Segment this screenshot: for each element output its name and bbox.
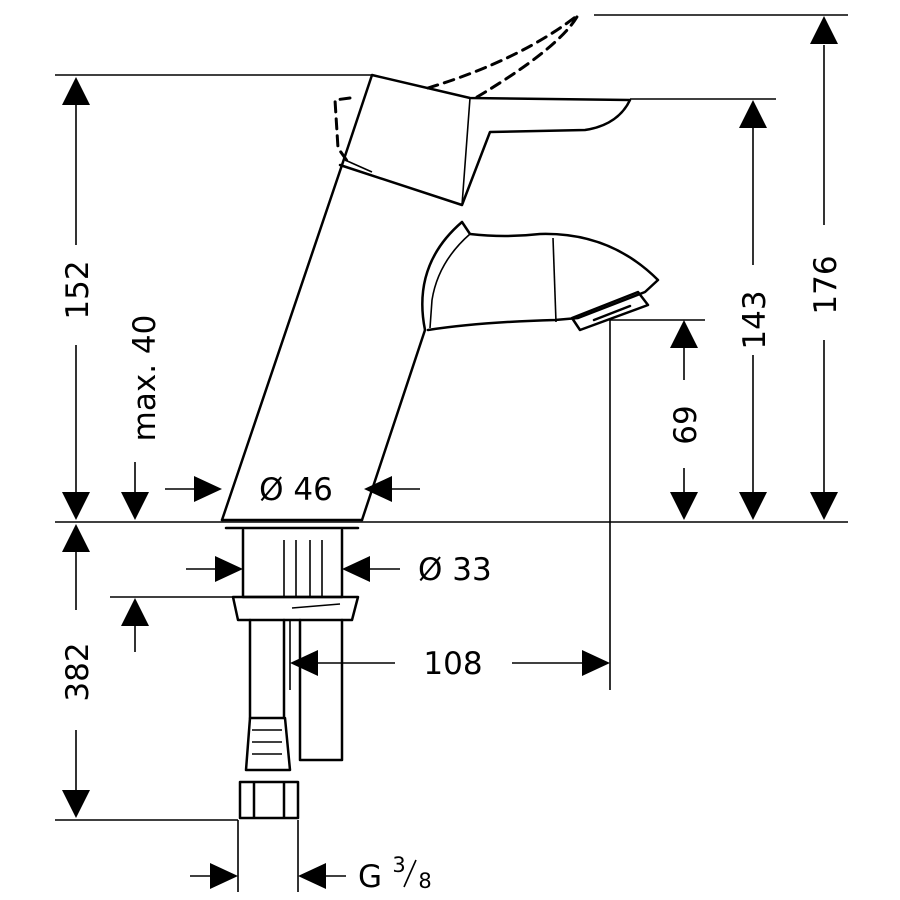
dim-d33: Ø 33 xyxy=(186,552,492,588)
dim-108: 108 xyxy=(289,620,610,690)
dim-label-143: 143 xyxy=(737,290,773,349)
handle-joint xyxy=(344,97,471,206)
arrow-down xyxy=(62,790,90,818)
hose-crimp xyxy=(244,716,292,772)
shank xyxy=(241,528,344,599)
dim-382: 382 xyxy=(60,524,96,818)
dim-label-69: 69 xyxy=(668,405,704,444)
fixing-nut xyxy=(231,595,360,622)
arrow-right xyxy=(215,556,243,582)
dim-label-g-numerator: 3 xyxy=(392,853,405,877)
arrow-down xyxy=(810,492,838,520)
tap-handle xyxy=(338,73,632,207)
arrow-up xyxy=(739,100,767,128)
dim-69: 69 xyxy=(668,320,704,520)
under-counter-assembly xyxy=(231,528,360,820)
dim-143: 143 xyxy=(737,100,773,520)
tap-spout xyxy=(421,220,660,332)
connector-nut xyxy=(238,780,300,820)
pull-rod xyxy=(298,618,344,762)
dim-label-176: 176 xyxy=(808,255,844,314)
handle-raised-dashed xyxy=(333,13,580,167)
dim-176: 176 xyxy=(808,16,844,520)
dim-d46: Ø 46 xyxy=(165,472,420,508)
dim-label-g-denominator: 8 xyxy=(418,869,431,893)
dim-label-108: 108 xyxy=(423,646,482,682)
dim-label-max40: max. 40 xyxy=(127,315,163,442)
dim-label-d33: Ø 33 xyxy=(418,552,492,588)
dim-g38: G 3 8 xyxy=(190,853,432,895)
arrow-right xyxy=(210,863,238,889)
arrow-up xyxy=(62,524,90,552)
arrow-left xyxy=(298,863,326,889)
nut-detail xyxy=(291,603,341,609)
arrow-up xyxy=(121,598,149,626)
spout-inner-contour xyxy=(429,233,471,329)
arrow-left xyxy=(364,476,392,502)
dim-label-152: 152 xyxy=(60,260,96,319)
arrow-right xyxy=(194,476,222,502)
arrow-down xyxy=(670,492,698,520)
fraction-slash xyxy=(403,859,417,888)
dim-label-d46: Ø 46 xyxy=(259,472,333,508)
dim-152: 152 xyxy=(60,77,96,520)
tap-column xyxy=(220,163,427,522)
arrow-up xyxy=(810,16,838,44)
dim-label-g: G xyxy=(358,859,382,895)
dim-label-382: 382 xyxy=(60,642,96,701)
crimp-ribs xyxy=(252,729,282,755)
spout-seam xyxy=(552,237,557,323)
aerator xyxy=(570,290,650,332)
arrow-up xyxy=(62,77,90,105)
arrow-left xyxy=(342,556,370,582)
flexible-hose-left xyxy=(248,618,286,720)
extension-lines xyxy=(55,14,848,892)
tap-body xyxy=(220,13,660,530)
arrow-down xyxy=(121,492,149,520)
arrow-left xyxy=(290,650,318,676)
arrow-up xyxy=(670,320,698,348)
arrow-down xyxy=(739,492,767,520)
tap-base xyxy=(220,518,364,530)
arrow-down xyxy=(62,492,90,520)
dim-max40: max. 40 xyxy=(121,315,163,652)
arrow-right xyxy=(582,650,610,676)
